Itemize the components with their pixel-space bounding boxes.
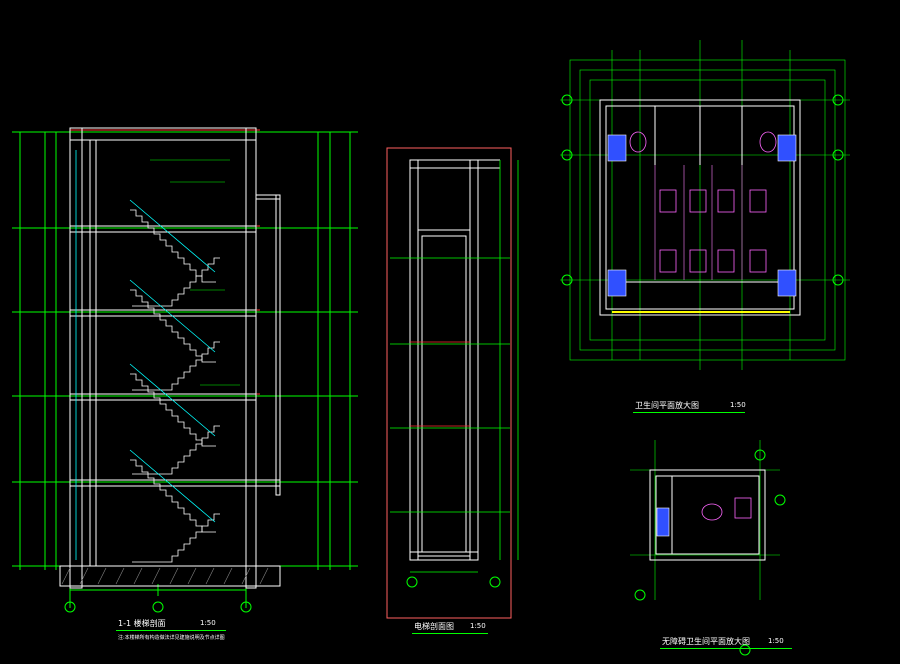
elevator-title-underline: [412, 633, 488, 634]
accessible-toilet-plan: [630, 440, 786, 656]
elevator-section: [386, 147, 519, 619]
section-title: 1-1 楼梯剖面: [118, 619, 166, 628]
stair-section: [12, 127, 358, 613]
elevator-scale: 1:50: [470, 622, 486, 630]
section-scale: 1:50: [200, 619, 216, 627]
toilet-plan: [560, 40, 850, 370]
accessible-toilet-scale: 1:50: [768, 637, 784, 645]
toilet-plan-title: 卫生间平面放大图: [635, 401, 699, 410]
accessible-toilet-title-underline: [660, 648, 792, 649]
section-title-underline: [116, 630, 226, 631]
section-note: 注:本楼梯所有构造做法详见建施说明及节点详图: [118, 635, 225, 641]
toilet-plan-title-underline: [633, 412, 745, 413]
toilet-plan-scale: 1:50: [730, 401, 746, 409]
elevator-title: 电梯剖面图: [414, 622, 454, 631]
accessible-toilet-title: 无障碍卫生间平面放大图: [662, 637, 750, 646]
